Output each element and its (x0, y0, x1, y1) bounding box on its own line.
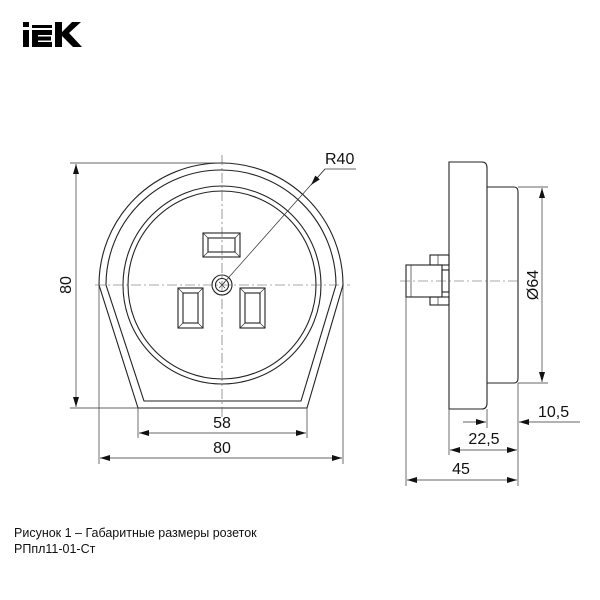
total-depth-dimension: 45 (452, 461, 470, 478)
left-pin-slot (177, 287, 204, 329)
iek-logo (23, 22, 82, 47)
radius-dimension: R40 (325, 151, 354, 168)
front-depth-dimension: 10,5 (538, 404, 569, 421)
front-view: 80 58 80 R40 (58, 151, 356, 464)
inner-housing-outline (105, 169, 337, 402)
figure-caption: Рисунок 1 – Габаритные размеры розеток Р… (14, 525, 257, 557)
center-lines (95, 155, 350, 418)
caption-line-2: РПпл11-01-Ст (14, 542, 96, 556)
ground-slot (202, 232, 241, 258)
cover-side (487, 186, 519, 384)
caption-line-1: Рисунок 1 – Габаритные размеры розеток (14, 526, 257, 540)
bottom-width-dimension: 58 (213, 415, 231, 432)
plug-base-side (405, 254, 450, 306)
right-pin-slot (239, 287, 266, 329)
width-dimension: 80 (213, 440, 231, 457)
diameter-dimension: Ø64 (525, 270, 542, 300)
mid-depth-dimension: 22,5 (468, 431, 499, 448)
height-dimension: 80 (58, 276, 75, 294)
housing-side (448, 161, 488, 410)
side-view: Ø64 10,5 22,5 45 (400, 161, 580, 486)
outer-housing-outline (98, 162, 344, 409)
